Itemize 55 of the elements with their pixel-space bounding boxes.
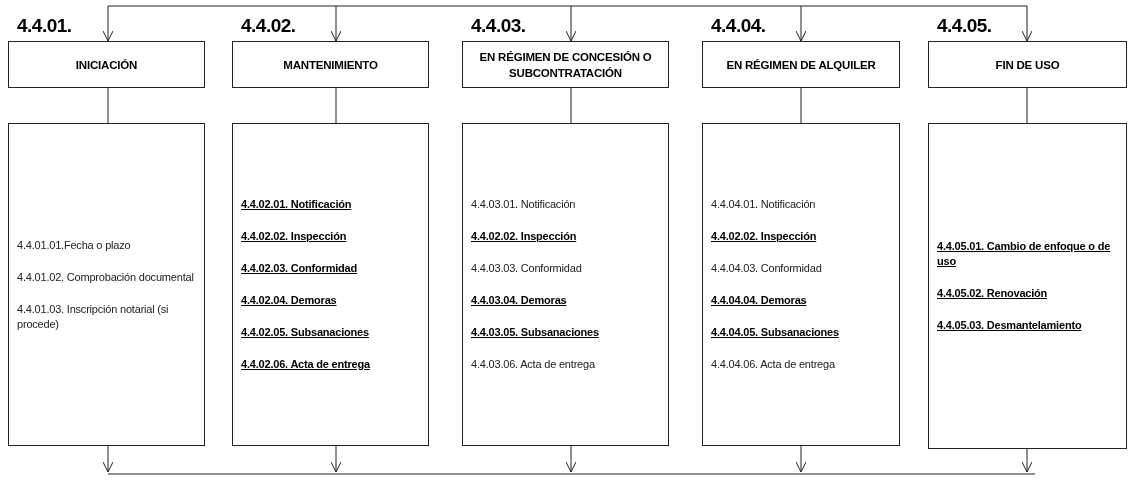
arrow xyxy=(565,5,577,42)
task-item: 4.4.01.02. Comprobación documental xyxy=(17,269,195,285)
task-item: 4.4.04.04. Demoras xyxy=(711,293,808,308)
connector-line xyxy=(107,87,109,124)
task-list-box xyxy=(462,123,669,446)
section-number: 4.4.03. xyxy=(471,15,526,37)
arrow xyxy=(102,5,114,42)
phase-title: INICIACIÓN xyxy=(75,57,138,73)
phase-title: MANTENIMIENTO xyxy=(283,57,378,73)
task-item: 4.4.03.06. Acta de entrega xyxy=(471,357,596,372)
task-item: 4.4.04.01. Notificación xyxy=(711,197,817,212)
task-list-box xyxy=(928,123,1127,449)
section-number: 4.4.05. xyxy=(937,15,992,37)
task-item: 4.4.02.02. Inspección xyxy=(241,229,348,244)
connector-line xyxy=(800,87,802,124)
arrow xyxy=(1021,448,1033,473)
task-item: 4.4.01.03. Inscripción notarial (si procede) xyxy=(17,301,170,332)
task-list-box xyxy=(702,123,900,446)
task-list-box xyxy=(8,123,205,446)
task-item: 4.4.03.04. Demoras xyxy=(471,293,568,308)
arrow xyxy=(102,445,114,473)
task-item: 4.4.03.03. Conformidad xyxy=(471,261,583,276)
phase-title: EN RÉGIMEN DE CONCESIÓN O SUBCONTRATACIÓN xyxy=(478,49,653,81)
section-number: 4.4.01. xyxy=(17,15,72,37)
task-item: 4.4.02.03. Conformidad xyxy=(241,261,359,276)
task-item: 4.4.05.01. Cambio de enfoque o de uso xyxy=(937,239,1112,269)
arrow xyxy=(330,445,342,473)
task-item: 4.4.05.03. Desmantelamiento xyxy=(937,318,1083,333)
task-item: 4.4.02.04. Demoras xyxy=(241,293,338,308)
task-item: 4.4.04.06. Acta de entrega xyxy=(711,357,836,372)
connector-line xyxy=(1026,87,1028,124)
task-item: 4.4.05.02. Renovación xyxy=(937,286,1049,301)
section-number: 4.4.02. xyxy=(241,15,296,37)
task-item: 4.4.02.05. Subsanaciones xyxy=(241,325,370,340)
arrow xyxy=(795,5,807,42)
connector-line xyxy=(107,5,1028,7)
task-item: 4.4.02.06. Acta de entrega xyxy=(241,357,372,372)
section-number: 4.4.04. xyxy=(711,15,766,37)
arrow xyxy=(565,445,577,473)
task-item: 4.4.03.05. Subsanaciones xyxy=(471,325,600,340)
arrow xyxy=(1021,5,1033,42)
task-item: 4.4.02.01. Notificación xyxy=(241,197,353,212)
connector-line xyxy=(570,87,572,124)
arrow xyxy=(330,5,342,42)
arrow xyxy=(795,445,807,473)
phase-title: EN RÉGIMEN DE ALQUILER xyxy=(726,57,876,73)
connector-line xyxy=(335,87,337,124)
task-list-box xyxy=(232,123,429,446)
task-item: 4.4.02.02. Inspección xyxy=(711,229,818,244)
task-item: 4.4.04.03. Conformidad xyxy=(711,261,823,276)
task-item: 4.4.02.02. Inspección xyxy=(471,229,578,244)
phase-title: FIN DE USO xyxy=(995,57,1060,73)
task-item: 4.4.03.01. Notificación xyxy=(471,197,577,212)
task-item: 4.4.01.01.Fecha o plazo xyxy=(17,237,132,253)
task-item: 4.4.04.05. Subsanaciones xyxy=(711,325,840,340)
